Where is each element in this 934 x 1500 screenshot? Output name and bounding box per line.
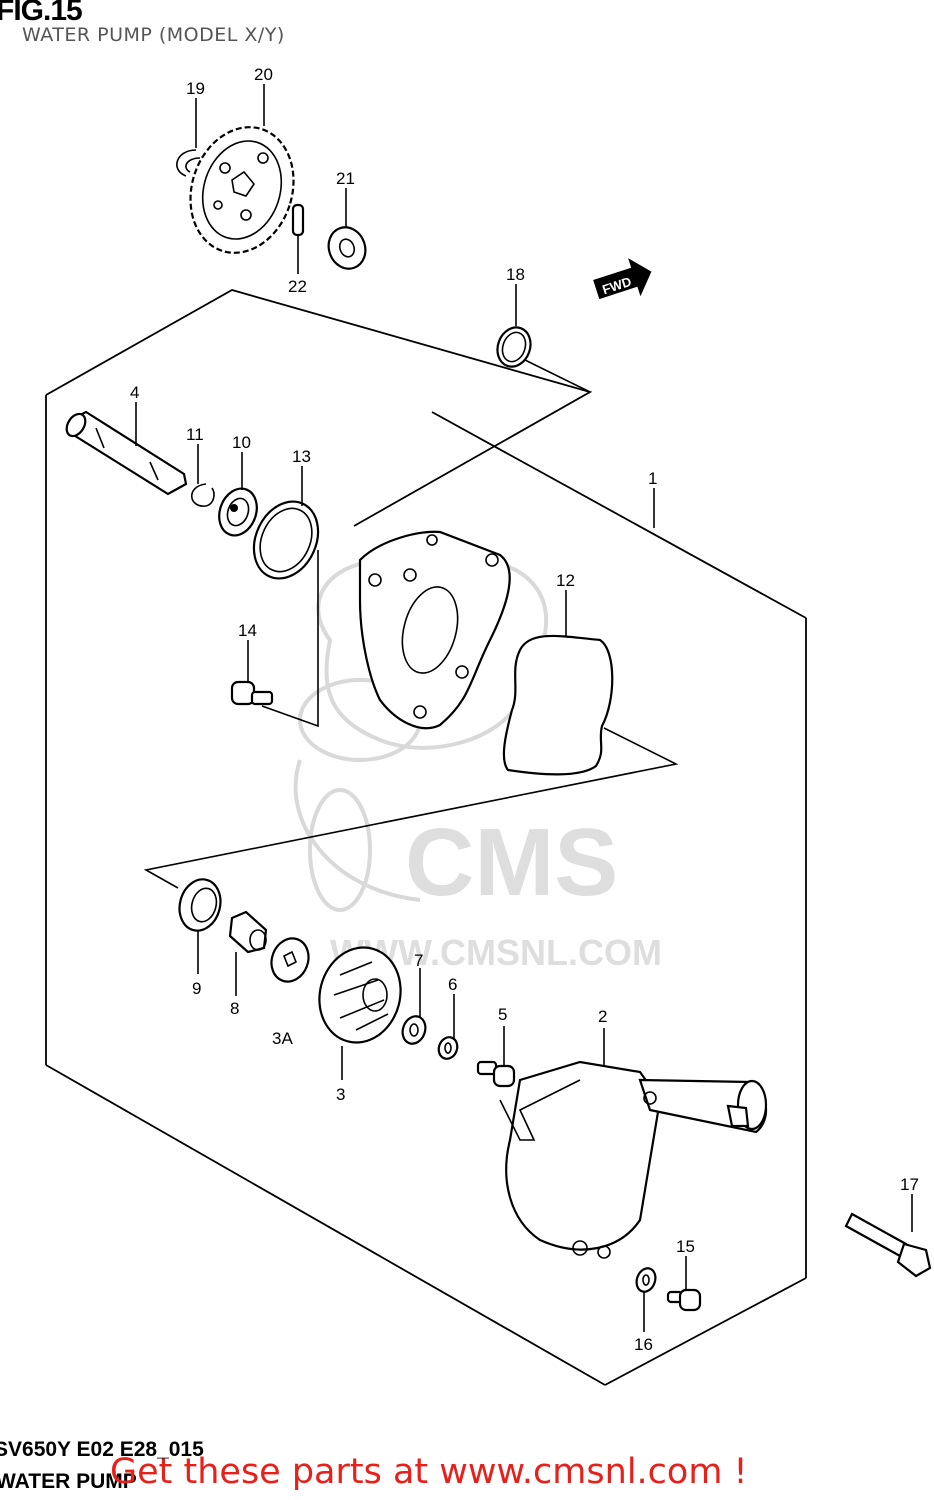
diagram-code: SV650Y E02 E28_015: [0, 1438, 204, 1461]
callout-9: 9: [192, 979, 201, 998]
bolt-part-15: [666, 1288, 702, 1312]
get-parts-link[interactable]: Get these parts at www.cmsnl.com !: [110, 1452, 748, 1492]
callout-2: 2: [598, 1007, 607, 1026]
circlip-part-11: [190, 483, 215, 507]
callout-17: 17: [900, 1175, 919, 1194]
callout-5: 5: [498, 1005, 507, 1024]
o-ring-part-13: [252, 500, 320, 580]
gasket-part-12: [502, 634, 614, 776]
callout-19: 19: [186, 79, 205, 98]
o-ring-part-18: [496, 326, 532, 368]
callout-13: 13: [292, 447, 311, 466]
callout-14: 14: [238, 621, 257, 640]
diagram-name: WATER PUMP: [0, 1470, 137, 1493]
callout-1: 1: [648, 469, 657, 488]
figure-subtitle: WATER PUMP (MODEL X/Y): [22, 24, 285, 46]
fwd-arrow-icon: FWD: [593, 258, 652, 300]
callout-20: 20: [254, 65, 273, 84]
callout-22: 22: [288, 277, 307, 296]
callout-7: 7: [414, 951, 423, 970]
pump-cover-part-2: [499, 1060, 768, 1259]
washer-part-16: [635, 1267, 657, 1293]
sprocket-part-20: [189, 126, 295, 254]
dowel-pin-part-22: [291, 203, 305, 237]
callout-labels: 1 2 3 3A 4 5 6 7 8 9 10 11 12 13 14 15 1…: [130, 65, 919, 1354]
callout-15: 15: [676, 1237, 695, 1256]
impeller-part-3: [318, 946, 402, 1044]
callout-3a: 3A: [272, 1029, 293, 1048]
watermark-brand: CMS: [405, 809, 618, 916]
callout-21: 21: [336, 169, 355, 188]
figure-title: FIG.15: [0, 0, 83, 27]
bolt-part-14: [230, 680, 274, 706]
mechanical-seal-part-8: [228, 910, 268, 954]
washer-part-6: [437, 1036, 459, 1060]
washer-part-3a: [270, 937, 310, 983]
callout-8: 8: [230, 999, 239, 1018]
pump-body-plate: [358, 530, 511, 730]
assembly-frame: [45, 289, 807, 1386]
callout-11: 11: [186, 425, 204, 444]
washer-part-21: [327, 226, 367, 270]
callout-3: 3: [336, 1085, 345, 1104]
callout-16: 16: [634, 1335, 653, 1354]
washer-part-7: [401, 1015, 427, 1045]
oil-seal-part-9: [178, 878, 222, 932]
callout-4: 4: [130, 383, 139, 402]
callout-12: 12: [556, 571, 575, 590]
callout-10: 10: [232, 433, 251, 452]
bolt-part-5: [476, 1060, 516, 1088]
callout-18: 18: [506, 265, 525, 284]
circlip-part-19: [176, 149, 201, 177]
shaft-part-4: [65, 410, 188, 496]
leader-lines: [135, 84, 913, 1332]
bearing-part-10: [218, 487, 258, 537]
long-bolt-part-17: [844, 1212, 932, 1278]
callout-6: 6: [448, 975, 457, 994]
